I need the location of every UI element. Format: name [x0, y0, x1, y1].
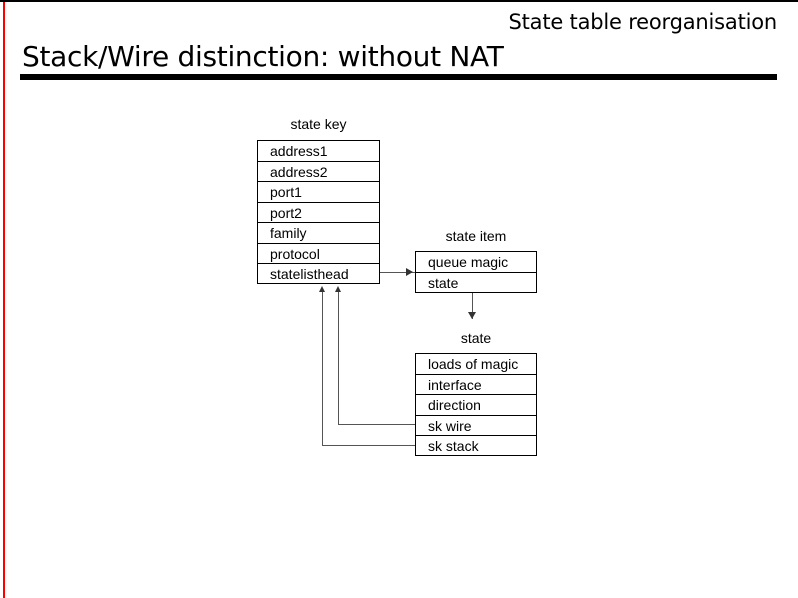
state-item-row-queue-magic: queue magic [416, 252, 536, 273]
arrowhead-to-state [468, 312, 476, 319]
state-key-box: address1 address2 port1 port2 family pro… [257, 140, 380, 284]
state-item-box: queue magic state [415, 251, 537, 293]
state-key-row-port1: port1 [258, 182, 379, 203]
connector-sk-stack-vertical [322, 292, 323, 446]
connector-sk-wire-vertical [338, 292, 339, 425]
state-row-sk-wire: sk wire [416, 416, 536, 436]
state-key-row-statelisthead: statelisthead [270, 266, 349, 282]
state-row-loads-of-magic: loads of magic [416, 354, 536, 375]
arrowhead-to-state-item [406, 268, 413, 276]
state-item-row-state: state [428, 274, 459, 291]
title-underline-bar [20, 74, 777, 80]
connector-sk-wire-horizontal [338, 424, 415, 425]
state-box-label: state [460, 330, 492, 346]
state-key-row-protocol: protocol [258, 244, 379, 264]
connector-state-item-to-state [472, 293, 473, 319]
state-box: loads of magic interface direction sk wi… [415, 353, 537, 456]
slide-subtitle: State table reorganisation [508, 10, 777, 34]
arrowhead-sk-wire-to-state-key [335, 286, 341, 292]
state-key-label: state key [290, 116, 347, 132]
state-key-row-port2: port2 [258, 203, 379, 223]
red-margin-rule [3, 2, 5, 598]
state-row-interface: interface [416, 375, 536, 395]
arrowhead-sk-stack-to-state-key [319, 286, 325, 292]
state-key-row-address1: address1 [258, 141, 379, 162]
state-key-row-family: family [258, 223, 379, 244]
state-row-direction: direction [416, 395, 536, 416]
state-key-row-address2: address2 [258, 162, 379, 182]
slide-title: Stack/Wire distinction: without NAT [22, 40, 504, 73]
connector-statelisthead-to-state-item [380, 272, 415, 273]
state-row-sk-stack: sk stack [428, 438, 479, 454]
connector-sk-stack-horizontal [322, 445, 415, 446]
state-item-label: state item [445, 228, 507, 244]
